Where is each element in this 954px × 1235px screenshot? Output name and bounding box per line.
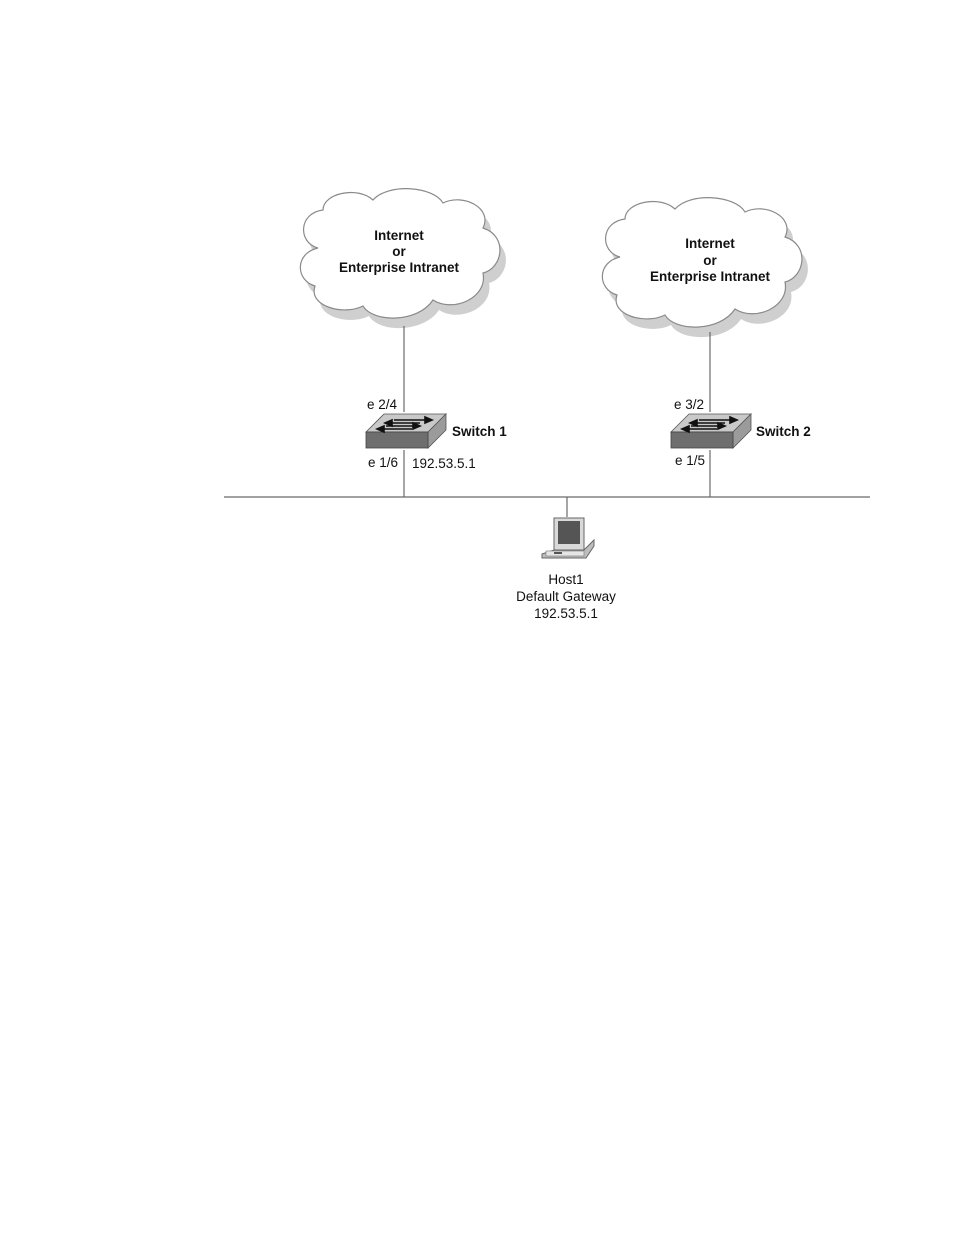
switch-1-name: Switch 1 [452,424,507,439]
switch-1-lan-port: e 1/6 [368,455,398,470]
cloud-2-line2: or [703,253,717,268]
switch-1-ip: 192.53.5.1 [412,456,476,471]
cloud-1-line2: or [392,244,406,259]
switch-1-uplink-port: e 2/4 [367,397,398,412]
cloud-1-line1: Internet [374,228,424,243]
host-name: Host1 [548,572,583,587]
cloud-2-line3: Enterprise Intranet [650,269,771,284]
switch-2-lan-port: e 1/5 [675,453,705,468]
host-gateway-ip: 192.53.5.1 [534,606,598,621]
switch-2-name: Switch 2 [756,424,811,439]
switch-icon [366,414,446,448]
switch-icon [671,414,751,448]
cloud-1-line3: Enterprise Intranet [339,260,460,275]
host-gateway-label: Default Gateway [516,589,616,604]
cloud-2-line1: Internet [685,236,735,251]
laptop-icon [542,518,594,558]
switch-2-uplink-port: e 3/2 [674,397,704,412]
